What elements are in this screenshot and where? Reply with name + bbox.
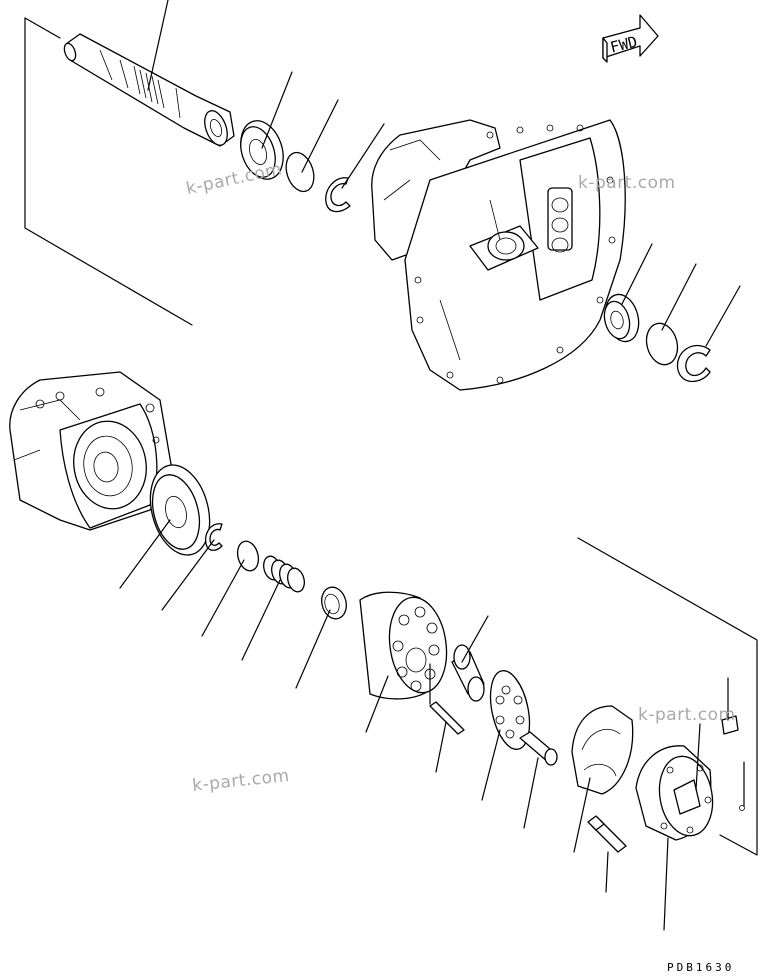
shaft-snap-ring (325, 177, 351, 213)
bolt (587, 815, 627, 853)
seal-snap-ring (676, 344, 711, 383)
leader-lines (119, 0, 745, 931)
drawing-code: PDB1630 (667, 961, 734, 974)
watermark-bottom-left: k-part.com (191, 766, 290, 796)
shaft-bearing (240, 120, 284, 180)
watermark-top-right: k-part.com (578, 173, 676, 193)
plate-snap-ring (204, 523, 223, 551)
swash-plate (571, 705, 634, 795)
plate-washer (236, 540, 260, 572)
servo-bracket (635, 745, 714, 841)
bushing (451, 644, 485, 702)
cylinder-block (359, 591, 448, 700)
spring (263, 555, 305, 593)
seal-spacer-ring (645, 322, 679, 366)
watermark-bottom-right: k-part.com (638, 705, 736, 725)
end-cover-block (9, 371, 173, 531)
dowel-pin (721, 715, 739, 735)
valve-plate (149, 464, 211, 556)
shaft-spacer-ring (285, 151, 315, 193)
small-pin (739, 805, 745, 811)
piston-shoe (519, 731, 558, 766)
frame-lines (24, 17, 758, 856)
spring-seat (321, 586, 347, 620)
fwd-arrow: FWD (602, 14, 659, 63)
pin (429, 701, 465, 735)
drive-shaft (63, 33, 235, 147)
oil-seal (603, 293, 640, 343)
pump-housing (371, 119, 626, 391)
watermark-top-left: k-part.com (184, 159, 284, 199)
